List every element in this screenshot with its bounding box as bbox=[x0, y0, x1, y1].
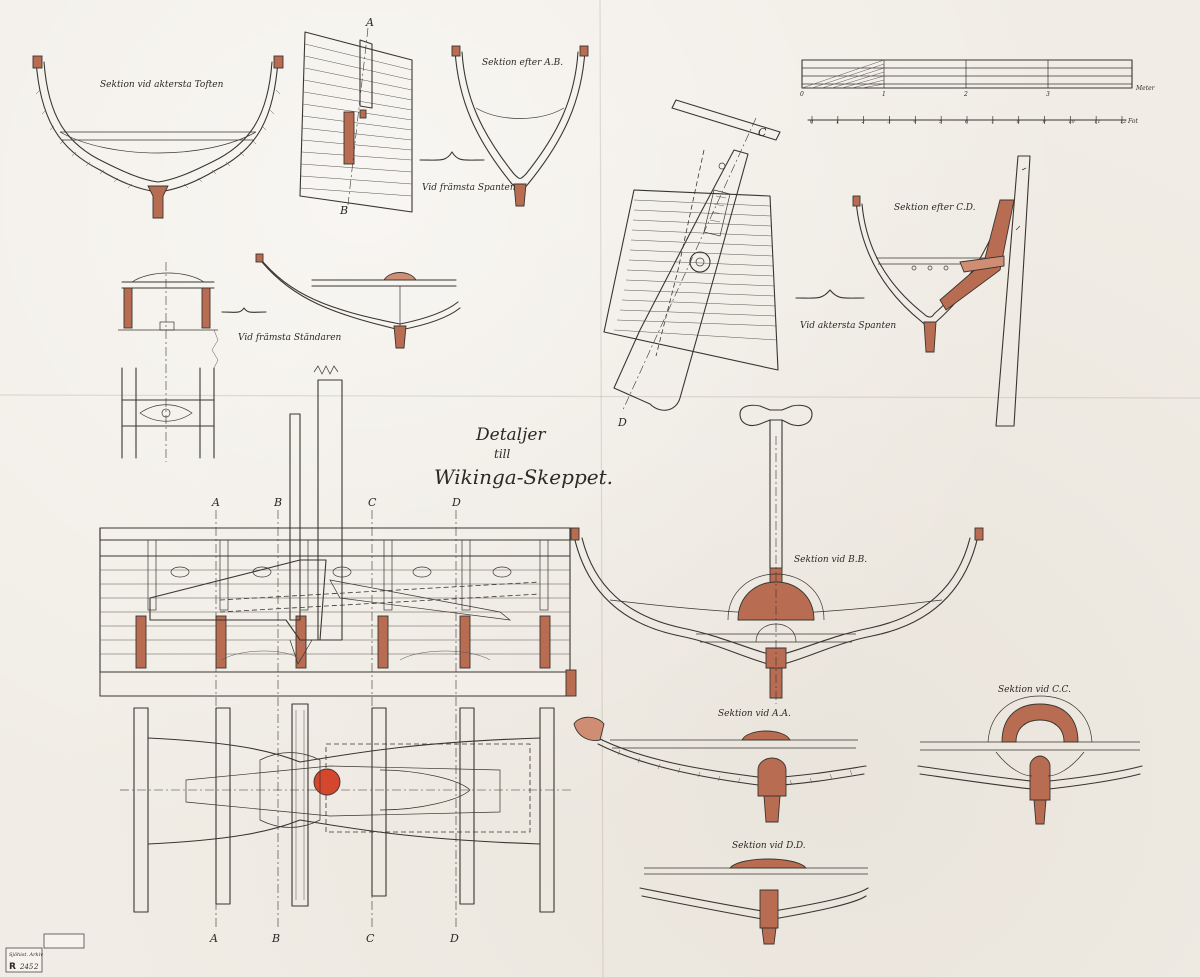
scale-lower-number: 12 bbox=[1120, 119, 1126, 125]
scale-upper-1: 1 bbox=[882, 91, 886, 98]
section-vid-cc: Sektion vid C.C. bbox=[917, 685, 1143, 825]
label-vid-dd: Sektion vid D.D. bbox=[732, 841, 806, 851]
section-framsta-standaren bbox=[255, 253, 461, 349]
scale-lower-number: 2 bbox=[861, 119, 865, 125]
stamp-line-1: Sjöhist. Arkiv bbox=[9, 952, 43, 958]
scale-lower-number: 8 bbox=[1017, 119, 1020, 125]
scale-lower-number: 7 bbox=[991, 119, 995, 125]
scale-lower-unit: Fot bbox=[1127, 118, 1138, 125]
scale-upper-0: 0 bbox=[800, 91, 804, 98]
title-block: Detaljer till Wikinga-Skeppet. bbox=[434, 425, 613, 489]
main-side-elevation: A B C D bbox=[99, 365, 577, 930]
title-line-2: till bbox=[494, 447, 510, 461]
label-framsta-standaren: Vid främsta Ständaren bbox=[238, 333, 342, 343]
sheet-fold-vertical bbox=[599, 0, 604, 977]
brace-framsta-standaren bbox=[221, 307, 267, 313]
station-letter-c-tiller: C bbox=[758, 126, 767, 139]
station-letter-a-top: A bbox=[211, 496, 220, 509]
title-line-1: Detaljer bbox=[475, 425, 546, 445]
stamp-line-4: 2 bbox=[33, 963, 39, 971]
station-letter-c-top: C bbox=[368, 496, 377, 509]
station-letter-a-view: A bbox=[365, 16, 374, 29]
archive-stamp: Sjöhist. Arkiv R 245 2 bbox=[5, 933, 85, 973]
label-aktersta-spanten: Vid aktersta Spanten bbox=[800, 321, 896, 331]
scale-lower-number: 6 bbox=[965, 119, 969, 125]
scale-lower-number: 3 bbox=[888, 119, 891, 125]
label-vid-cc: Sektion vid C.C. bbox=[998, 685, 1071, 695]
section-efter-ab: Sektion efter A.B. bbox=[451, 45, 589, 207]
station-letter-a-bottom: A bbox=[209, 932, 218, 945]
brace-aktersta-spanten bbox=[795, 289, 865, 299]
sheet-fold-horizontal bbox=[0, 394, 1200, 399]
station-letter-d-top: D bbox=[451, 496, 461, 509]
scale-lower-number: 0 bbox=[810, 119, 814, 125]
brace-framsta-spanten bbox=[419, 151, 485, 161]
station-letter-b-bottom: B bbox=[271, 932, 280, 945]
scale-lower-number: 9 bbox=[1043, 119, 1047, 125]
rudder-elevation: C D bbox=[603, 99, 781, 429]
station-letter-b-view: B bbox=[339, 204, 348, 217]
title-line-3: Wikinga-Skeppet. bbox=[434, 465, 613, 489]
label-framsta-spanten: Vid främsta Spanten bbox=[422, 183, 516, 193]
scale-lower-number: 5 bbox=[939, 119, 942, 125]
section-aftersta-toften: Sektion vid aktersta Toften bbox=[32, 55, 284, 219]
scale-lower-number: 11 bbox=[1094, 119, 1100, 125]
standare-detail bbox=[118, 262, 219, 462]
section-efter-cd: Sektion efter C.D. bbox=[852, 155, 1031, 427]
scale-upper-3: 3 bbox=[1046, 91, 1050, 98]
station-letter-b-top: B bbox=[273, 496, 282, 509]
label-aktersta-toften: Sektion vid aktersta Toften bbox=[100, 80, 224, 90]
station-letter-d-bottom: D bbox=[449, 932, 459, 945]
label-vid-bb: Sektion vid B.B. bbox=[794, 555, 867, 565]
plan-view: A B C D bbox=[120, 703, 572, 945]
scale-upper-unit: Meter bbox=[1135, 85, 1156, 92]
scale-lower-number: 1 bbox=[836, 119, 839, 125]
stamp-line-3: 245 bbox=[19, 963, 34, 971]
scale-lower-number: 10 bbox=[1068, 119, 1075, 125]
scale-lower-number: 4 bbox=[912, 119, 916, 125]
section-vid-aa: Sektion vid A.A. bbox=[573, 709, 867, 823]
station-letter-d-tiller: D bbox=[617, 416, 627, 429]
side-view-ab: A B bbox=[299, 16, 413, 217]
section-vid-dd: Sektion vid D.D. bbox=[639, 841, 869, 945]
section-vid-bb: Sektion vid B.B. bbox=[570, 404, 984, 704]
label-efter-ab: Sektion efter A.B. bbox=[482, 58, 563, 68]
stamp-line-2: R bbox=[9, 962, 16, 972]
scale-upper-2: 2 bbox=[963, 91, 968, 98]
label-vid-aa: Sektion vid A.A. bbox=[718, 709, 791, 719]
station-letter-c-bottom: C bbox=[366, 932, 375, 945]
label-efter-cd: Sektion efter C.D. bbox=[894, 203, 976, 213]
